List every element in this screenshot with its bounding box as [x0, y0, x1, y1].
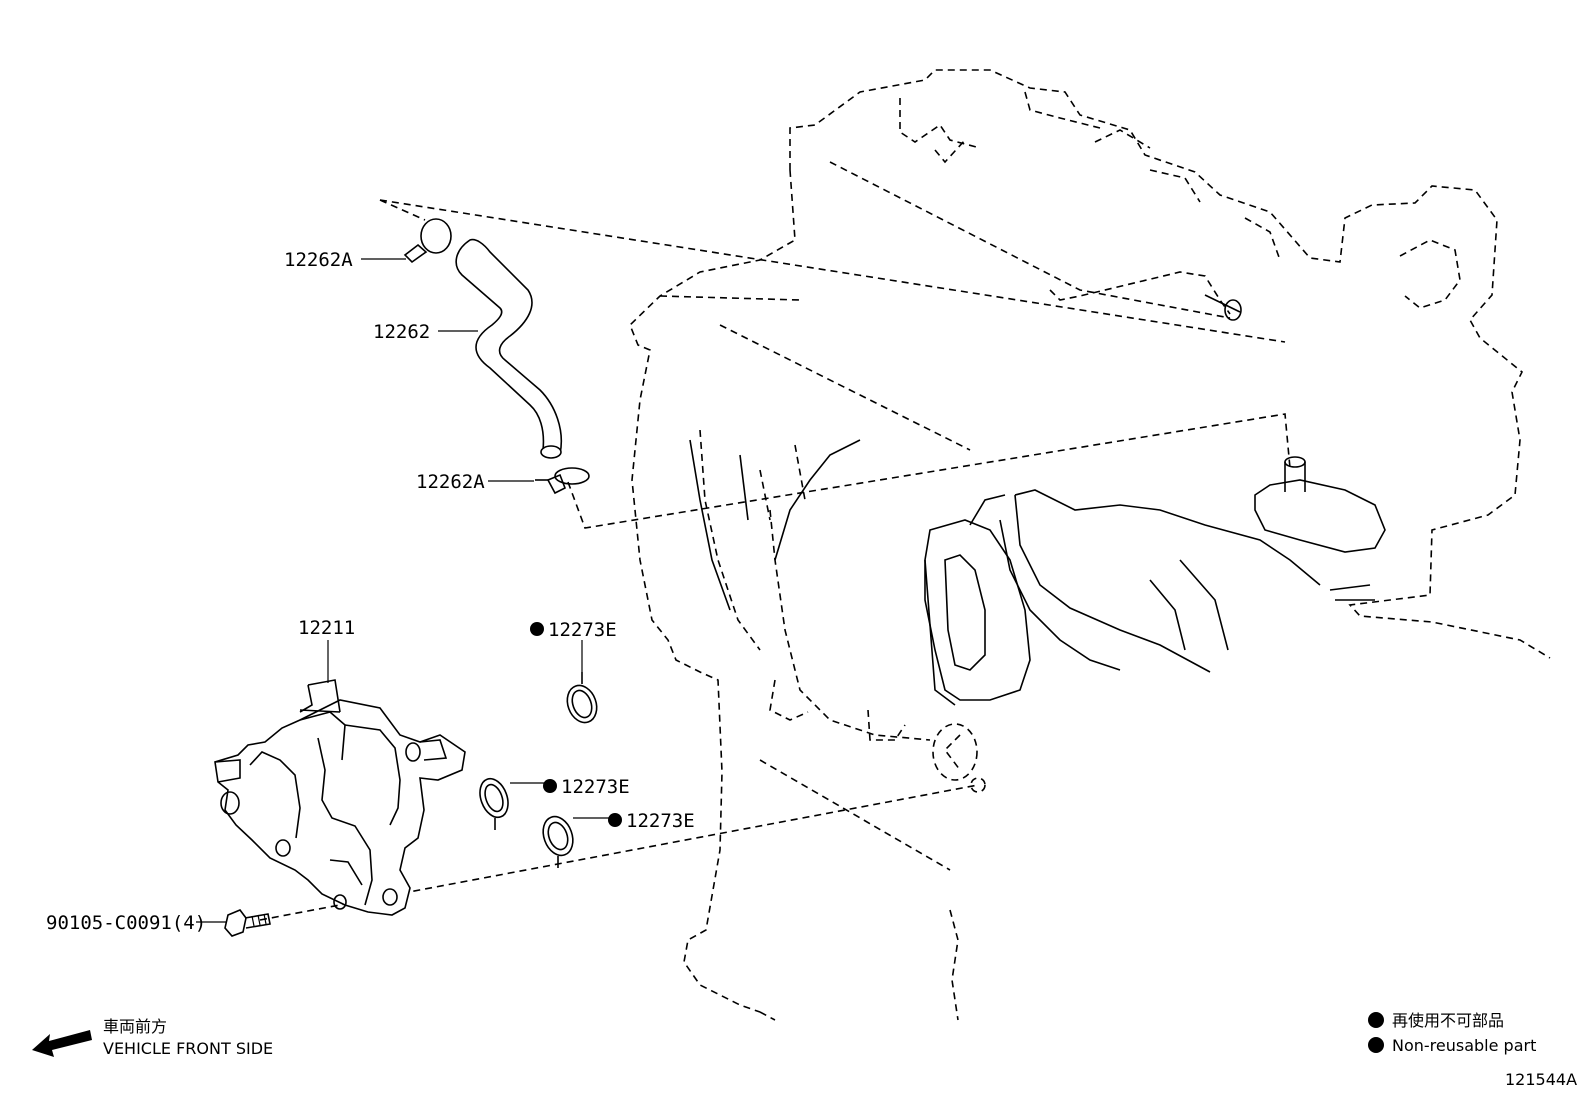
non-reusable-dot	[530, 622, 544, 636]
oring-3-shape	[542, 815, 574, 868]
vacuum-hose	[455, 238, 563, 459]
hose-clamp-lower-shape	[535, 467, 590, 495]
legend-dot	[1368, 1012, 1384, 1028]
vacuum-pump-shape	[214, 679, 466, 916]
legend-dot	[1368, 1037, 1384, 1053]
label-oring-1: 12273E	[548, 619, 617, 641]
engine-outline	[629, 69, 1551, 1021]
label-leaders	[196, 258, 610, 923]
label-vacuum-pump: 12211	[298, 617, 355, 639]
intake-duct	[689, 294, 1386, 706]
non-reusable-dot	[608, 813, 622, 827]
label-oring-2: 12273E	[561, 776, 630, 798]
label-hose: 12262	[373, 321, 430, 343]
non-reusable-dot	[543, 779, 557, 793]
legend-label-jp: 再使用不可部品	[1392, 1011, 1504, 1030]
legend-label-en: Non-reusable part	[1392, 1036, 1536, 1055]
figure-id: 121544A	[1505, 1070, 1577, 1089]
label-oring-3: 12273E	[626, 810, 695, 832]
hose-clamp-upper-shape	[403, 218, 452, 264]
bolt-shape	[224, 909, 271, 937]
label-bolt: 90105-C0091(4)	[46, 912, 206, 934]
direction-label-en: VEHICLE FRONT SIDE	[103, 1039, 273, 1058]
direction-label-jp: 車両前方	[103, 1017, 167, 1036]
oring-2-shape	[479, 777, 509, 830]
label-hose-clamp-lower: 12262A	[416, 471, 485, 493]
oring-1-shape	[566, 672, 598, 724]
front-arrow-icon	[32, 1030, 92, 1057]
label-hose-clamp-upper: 12262A	[284, 249, 353, 271]
